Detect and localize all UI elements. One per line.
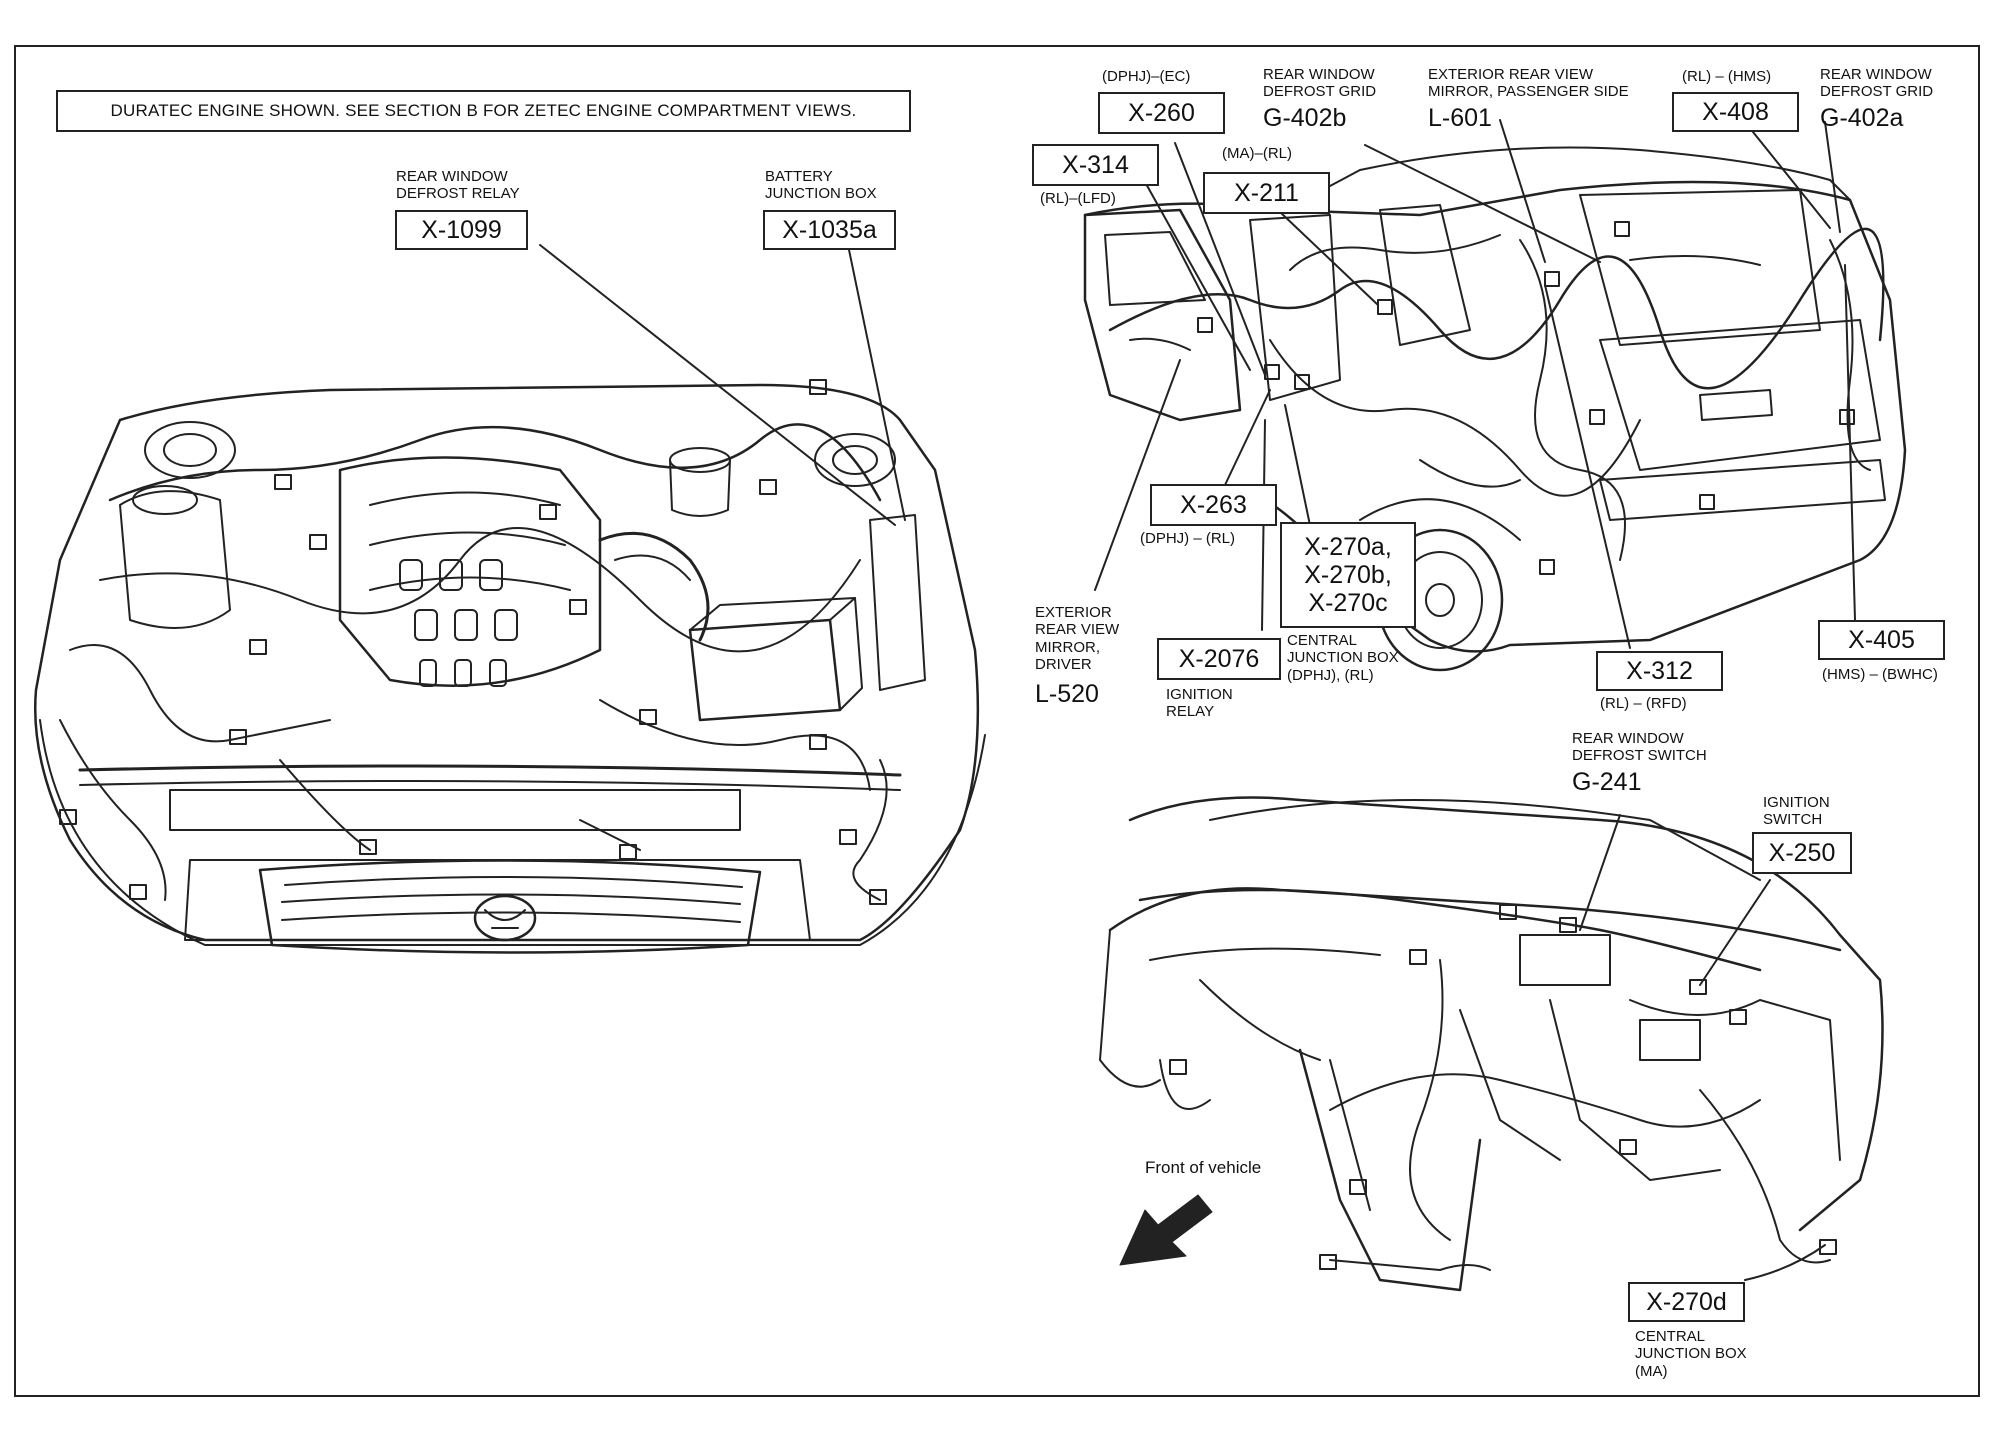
x211-code: (MA)–(RL) — [1222, 145, 1292, 162]
x1099-box: X-1099 — [395, 210, 528, 250]
x270abc-box: X-270a, X-270b, X-270c — [1280, 522, 1416, 628]
x408-box: X-408 — [1672, 92, 1799, 132]
g241-id: G-241 — [1572, 768, 1642, 796]
x250-label: IGNITION SWITCH — [1763, 794, 1830, 829]
g402b-id: G-402b — [1263, 104, 1347, 132]
l520-label: EXTERIOR REAR VIEW MIRROR, DRIVER — [1035, 604, 1120, 673]
l601-label: EXTERIOR REAR VIEW MIRROR, PASSENGER SID… — [1428, 66, 1629, 101]
x2076-box: X-2076 — [1157, 638, 1281, 680]
x1099-label: REAR WINDOW DEFROST RELAY — [396, 168, 520, 203]
engine-leader-lines — [539, 244, 906, 526]
x408-code: (RL) – (HMS) — [1682, 68, 1772, 85]
x1035a-label: BATTERY JUNCTION BOX — [765, 168, 877, 203]
x263-box: X-263 — [1150, 484, 1277, 526]
dash-leader-lines — [1579, 814, 1826, 1281]
engine-compartment-drawing — [33, 379, 986, 954]
x250-box: X-250 — [1752, 832, 1852, 874]
x405-code: (HMS) – (BWHC) — [1822, 666, 1938, 683]
x312-box: X-312 — [1596, 651, 1723, 691]
x211-box: X-211 — [1203, 172, 1330, 214]
x1035a-box: X-1035a — [763, 210, 896, 250]
x270d-box: X-270d — [1628, 1282, 1745, 1322]
x260-box: X-260 — [1098, 92, 1225, 134]
diagram-frame — [14, 45, 1980, 1397]
g402a-label: REAR WINDOW DEFROST GRID — [1820, 66, 1934, 101]
front-of-vehicle-label: Front of vehicle — [1145, 1158, 1262, 1177]
x270d-label: CENTRAL JUNCTION BOX (MA) — [1635, 1328, 1747, 1380]
x263-code: (DPHJ) – (RL) — [1140, 530, 1236, 547]
g402b-label: REAR WINDOW DEFROST GRID — [1263, 66, 1377, 101]
x312-code: (RL) – (RFD) — [1600, 695, 1687, 712]
x2076-label: IGNITION RELAY — [1166, 686, 1233, 721]
l601-id: L-601 — [1428, 104, 1492, 132]
g241-label: REAR WINDOW DEFROST SWITCH — [1572, 730, 1707, 765]
instrument-panel-drawing — [1099, 796, 1884, 1292]
x314-code: (RL)–(LFD) — [1040, 190, 1116, 207]
front-arrow-icon — [1119, 1194, 1213, 1266]
g402a-id: G-402a — [1820, 104, 1904, 132]
x314-box: X-314 — [1032, 144, 1159, 186]
x260-code: (DPHJ)–(EC) — [1102, 68, 1191, 85]
cjb-label: CENTRAL JUNCTION BOX (DPHJ), (RL) — [1287, 632, 1399, 684]
l520-id: L-520 — [1035, 680, 1099, 708]
x405-box: X-405 — [1818, 620, 1945, 660]
engine-note: DURATEC ENGINE SHOWN. SEE SECTION B FOR … — [56, 90, 911, 132]
